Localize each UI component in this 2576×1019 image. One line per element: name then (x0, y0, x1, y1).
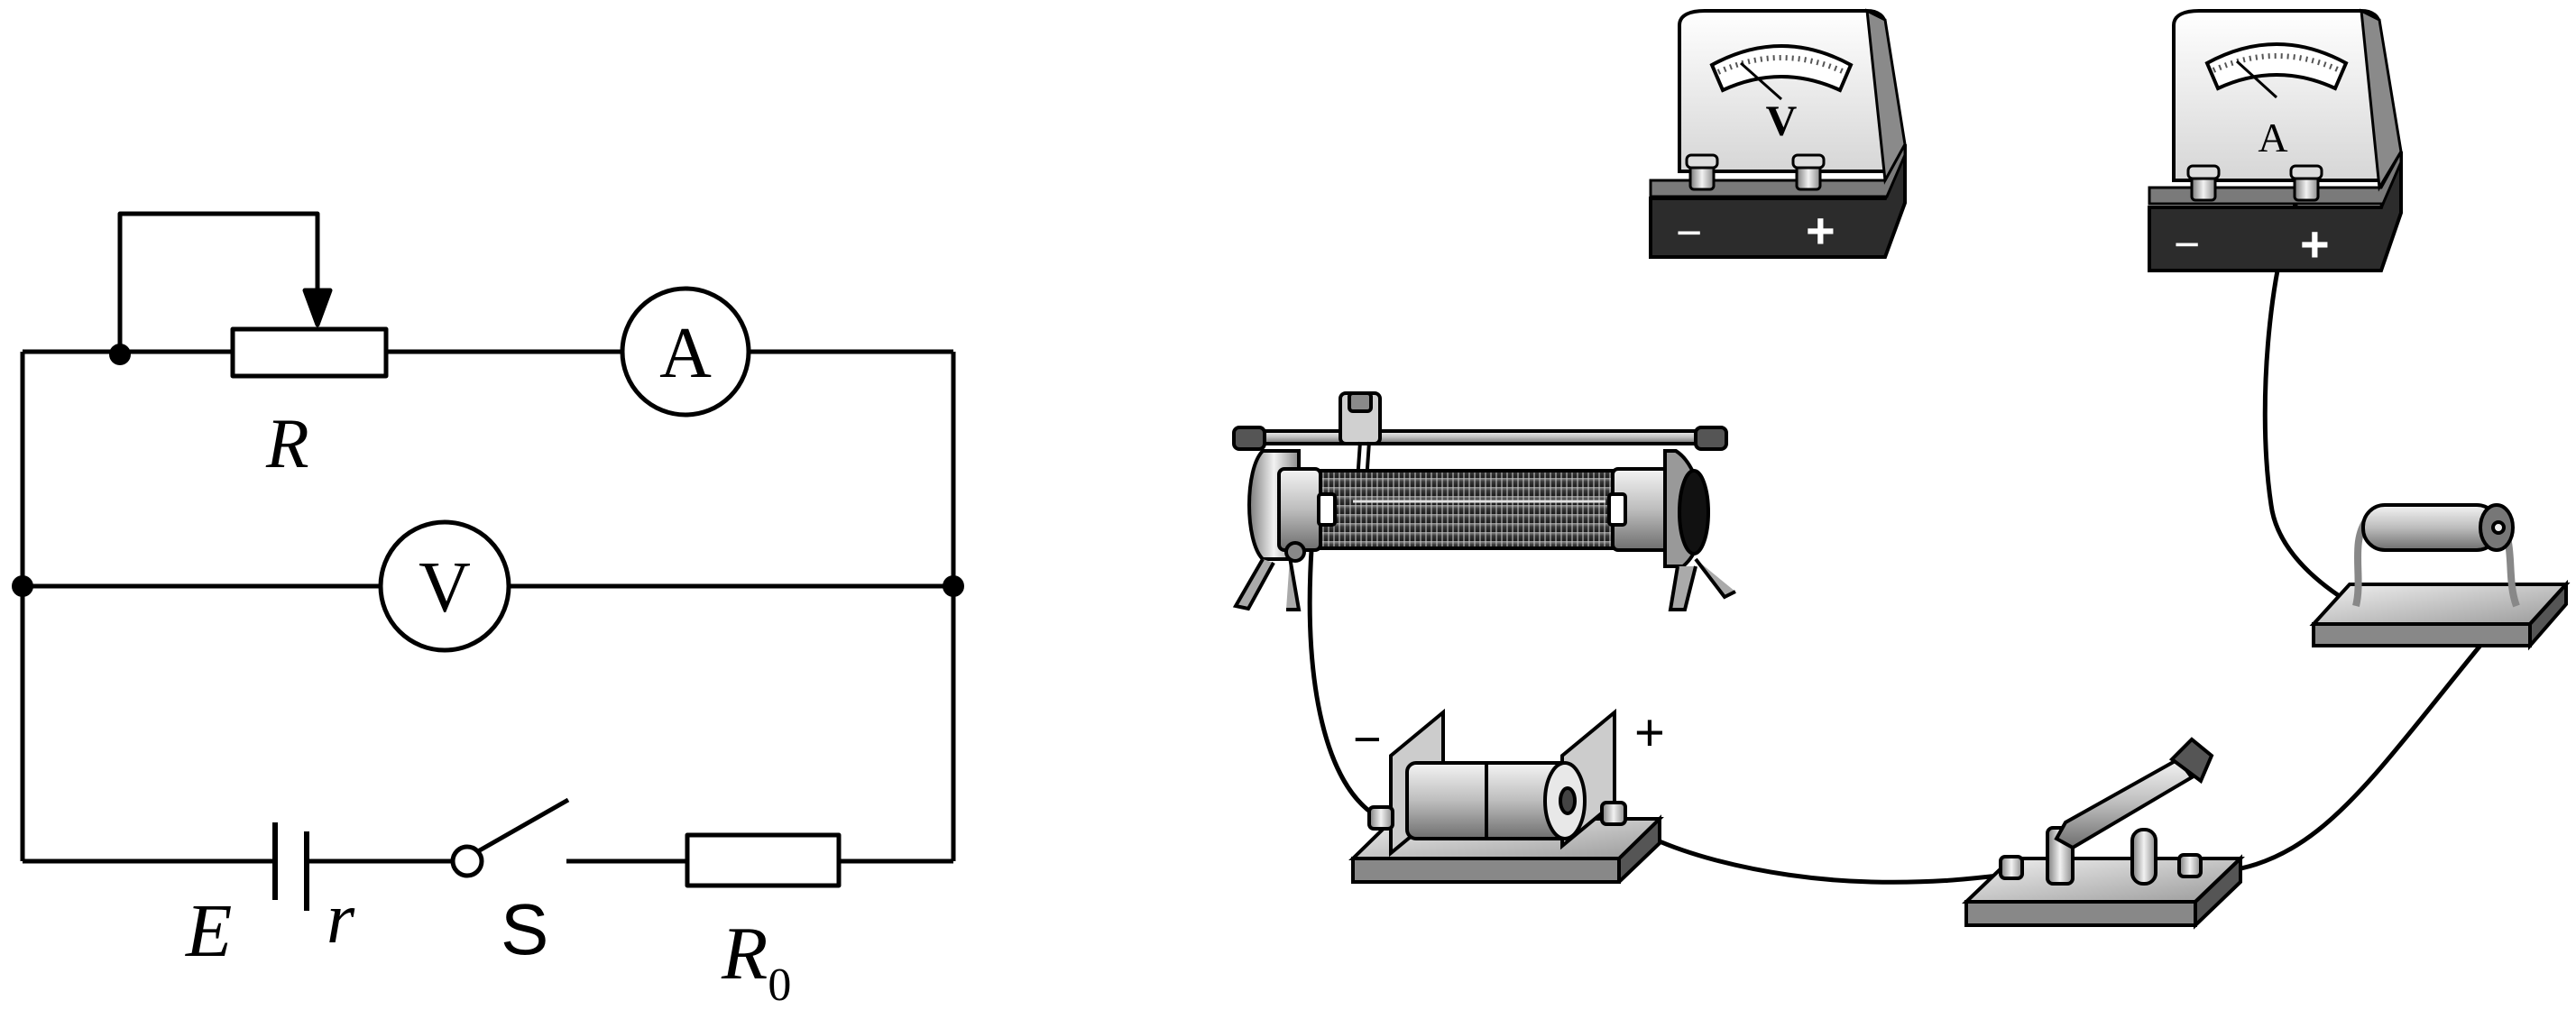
voltmeter-apparatus: V − + (1649, 8, 1907, 259)
fixed-resistor-symbol (685, 832, 842, 888)
rail-end-right (1694, 426, 1728, 451)
battery-terminal-pos (1600, 801, 1627, 826)
ammeter-scale (2204, 42, 2349, 91)
rheostat-slider-knob (1348, 391, 1373, 413)
voltmeter-terminal-neg-cap (1685, 153, 1719, 170)
stand-left-foot (1232, 556, 1302, 611)
wire-battery-switch (1614, 813, 2030, 885)
switch-pivot (450, 844, 484, 878)
fixed-resistor-apparatus (2309, 503, 2571, 651)
voltmeter-symbol (378, 519, 511, 653)
ammeter-base (2148, 151, 2403, 272)
resistor-body (2361, 503, 2500, 552)
slide-rheostat-apparatus (1232, 391, 1736, 611)
voltmeter-scale-ticks (1716, 55, 1846, 75)
switch-terminal-right (2177, 853, 2203, 878)
junction-dot (943, 575, 964, 597)
voltmeter-scale (1709, 44, 1854, 93)
stand-right-foot (1668, 557, 1736, 611)
ammeter-terminal-pos-cap (2289, 164, 2323, 180)
battery-base-front (1351, 857, 1621, 884)
rheostat-rail (1243, 429, 1703, 445)
voltmeter-side (1865, 8, 1907, 185)
wire-rheostat-battery (1307, 547, 1379, 819)
rail-end-left (1232, 426, 1266, 451)
switch-label: S (501, 889, 548, 969)
ammeter-apparatus: A − + (2148, 8, 2403, 272)
rheostat-slider-wire (117, 211, 320, 352)
battery-cell-cap (1559, 786, 1577, 815)
ammeter-neg-mark: − (2174, 219, 2200, 270)
ammeter-letter-apparatus: A (2258, 115, 2287, 161)
voltmeter-letter-apparatus: V (1766, 97, 1798, 145)
switch-blade (476, 797, 570, 854)
emf-label: E (185, 889, 232, 973)
rheostat-terminal (1284, 541, 1306, 563)
junction-dot (109, 344, 131, 365)
voltmeter-pos-mark: + (1806, 202, 1835, 259)
fixed-resistor-subscript: 0 (768, 959, 791, 1011)
resistor-end-dot (2491, 520, 2506, 535)
battery-neg-mark: − (1353, 712, 1382, 767)
junction-dot (12, 575, 33, 597)
switch-terminal-left (1999, 855, 2024, 880)
coil-end-left-clip (1317, 492, 1337, 527)
switch-handle (2168, 737, 2214, 785)
resistor-base-top (2309, 583, 2571, 626)
slider-arrow (302, 288, 333, 327)
voltmeter-terminal-pos-cap (1791, 153, 1826, 170)
fixed-resistor-label: R0 (721, 912, 791, 1011)
ammeter-symbol (620, 286, 751, 418)
circuit-schematic (20, 211, 956, 911)
switch-knife-blade (2054, 757, 2194, 850)
internal-resistance-label: r (327, 879, 355, 959)
ammeter-pos-mark: + (2300, 216, 2330, 272)
switch-base-front (1964, 900, 2197, 927)
voltmeter-needle (1740, 61, 1782, 101)
voltmeter-base (1649, 143, 1907, 259)
battery-pos-mark: + (1634, 703, 1665, 762)
knife-switch-apparatus (1962, 737, 2245, 930)
ammeter-letter: A (659, 314, 712, 393)
voltmeter-body (1678, 9, 1887, 173)
battery-terminal-neg (1367, 805, 1394, 831)
ammeter-side (2360, 8, 2403, 192)
switch-jaw-post (2130, 828, 2157, 886)
ammeter-scale-ticks (2212, 53, 2341, 73)
stand-right-ring (1678, 469, 1710, 555)
rheostat-coil (1297, 469, 1618, 550)
rheostat-symbol (230, 326, 389, 379)
ammeter-terminal-neg-cap (2186, 164, 2221, 180)
resistor-base-front (2312, 622, 2532, 647)
ammeter-needle (2235, 60, 2278, 99)
coil-end-left (1277, 467, 1322, 552)
voltmeter-letter: V (419, 548, 471, 628)
coil-end-right-clip (1607, 492, 1627, 527)
battery-apparatus: − + (1348, 703, 1665, 884)
voltmeter-neg-mark: − (1676, 207, 1702, 258)
rheostat-label: R (265, 404, 309, 482)
